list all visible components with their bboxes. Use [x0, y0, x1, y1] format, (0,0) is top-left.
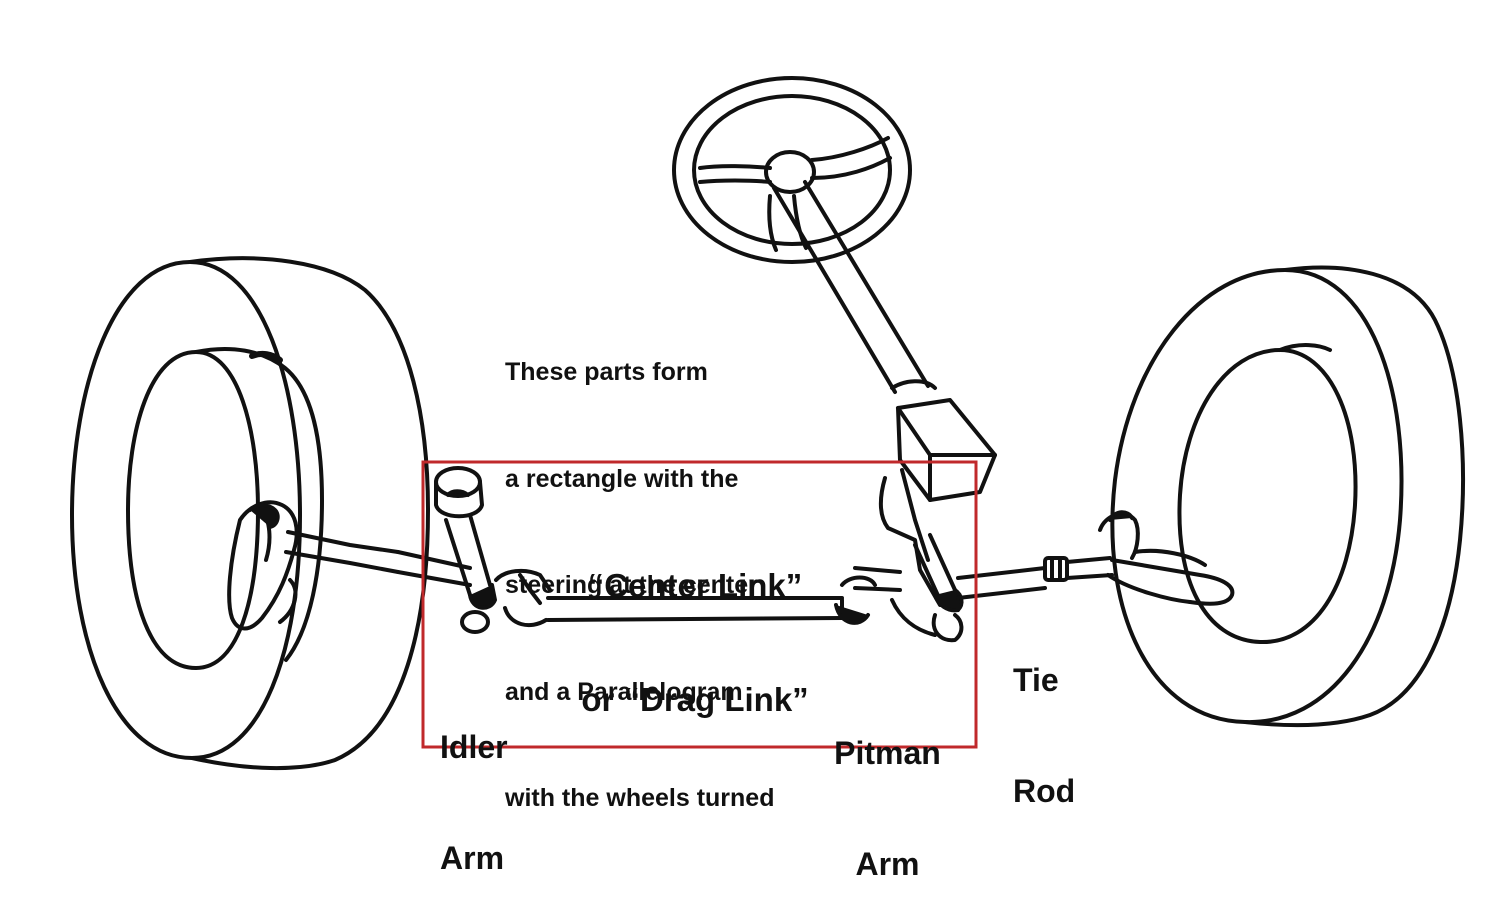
steering-linkage-diagram	[70, 76, 1465, 771]
pitman-arm-label-line: Arm	[855, 846, 920, 882]
pitman-arm-label-line: Pitman	[834, 735, 941, 771]
note-line: These parts form	[505, 358, 708, 386]
steering-gear-box	[878, 398, 997, 607]
steering-column	[772, 180, 937, 394]
center-link-label-line: “Center Link”	[587, 567, 803, 604]
tie-rod-label: Tie Rod	[1013, 588, 1075, 847]
idler-arm-label-line: Idler	[440, 729, 508, 765]
center-link-label: “Center Link” or “Drag Link”	[560, 491, 830, 757]
center-link-part	[494, 566, 902, 628]
left-tie-rod	[396, 550, 472, 587]
highlight-rectangle	[421, 460, 978, 749]
left-wheel	[70, 256, 430, 771]
note-line: and a Parallelogram	[505, 677, 743, 706]
idler-arm-part	[434, 466, 497, 634]
steering-wheel	[672, 76, 912, 264]
idler-arm-label: Idler Arm	[440, 655, 508, 914]
right-tie-rod	[956, 556, 1114, 600]
left-steering-knuckle	[227, 500, 400, 631]
pitman-arm-part	[890, 533, 964, 643]
right-wheel	[1110, 265, 1465, 728]
idler-arm-label-line: Arm	[440, 840, 505, 876]
note-line: a rectangle with the	[505, 464, 739, 493]
tie-rod-label-line: Rod	[1013, 773, 1076, 809]
tie-rod-label-line: Tie	[1013, 662, 1059, 698]
pitman-arm-label: Pitman Arm	[820, 661, 955, 920]
note-line: with the wheels turned	[505, 784, 775, 812]
drag-link-label-line: or “Drag Link”	[581, 681, 809, 718]
note-line: steering at the center	[505, 571, 758, 599]
